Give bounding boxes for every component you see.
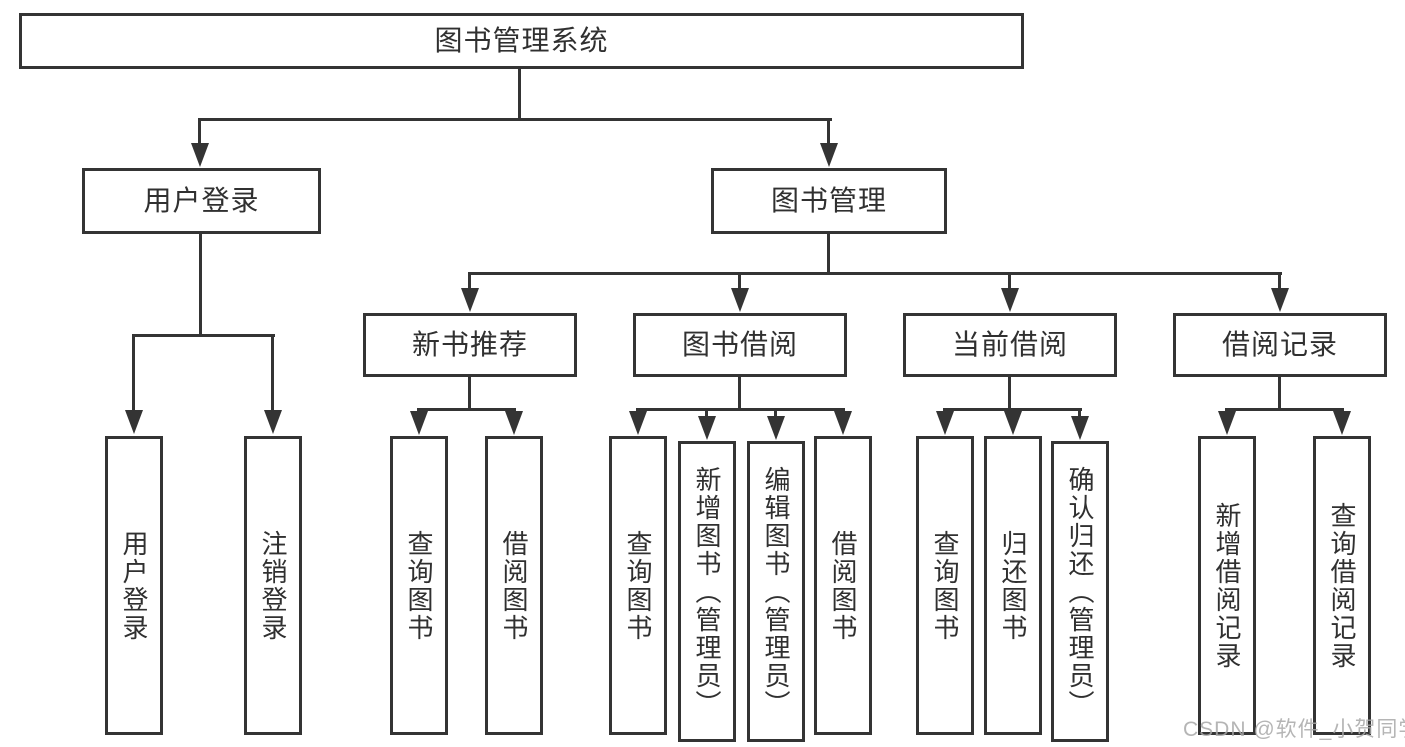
arrowhead-down-icon bbox=[125, 410, 143, 434]
connector-line bbox=[738, 377, 741, 411]
csdn-watermark: CSDN @软件_小贺同学 bbox=[1183, 718, 1405, 741]
arrowhead-down-icon bbox=[731, 288, 749, 312]
node-leaf-br-add-record: 新增借阅记录 bbox=[1198, 436, 1256, 735]
arrowhead-down-icon bbox=[1333, 411, 1351, 435]
connector-line bbox=[198, 118, 201, 151]
node-leaf-nbr-borrow-books: 借阅图书 bbox=[485, 436, 543, 735]
connector-line bbox=[738, 272, 741, 296]
connector-line bbox=[468, 272, 471, 296]
node-leaf-cb-query-books: 查询图书 bbox=[916, 436, 974, 735]
node-leaf-br-query-record: 查询借阅记录 bbox=[1313, 436, 1371, 735]
arrowhead-down-icon bbox=[1218, 411, 1236, 435]
connector-line bbox=[827, 118, 830, 151]
node-leaf-logout: 注销登录 bbox=[244, 436, 302, 735]
arrowhead-down-icon bbox=[936, 411, 954, 435]
arrowhead-down-icon bbox=[820, 143, 838, 167]
connector-line bbox=[133, 334, 275, 337]
node-leaf-bb-add-books-admin: 新增图书（管理员） bbox=[678, 441, 736, 742]
connector-line bbox=[1278, 272, 1281, 296]
connector-line bbox=[1226, 408, 1344, 411]
connector-line bbox=[132, 334, 135, 418]
connector-line bbox=[827, 234, 830, 275]
node-leaf-bb-edit-books-admin: 编辑图书（管理员） bbox=[747, 441, 805, 742]
node-book-management: 图书管理 bbox=[711, 168, 947, 234]
node-book-borrowing: 图书借阅 bbox=[633, 313, 847, 377]
arrowhead-down-icon bbox=[767, 416, 785, 440]
connector-line bbox=[469, 272, 1282, 275]
arrowhead-down-icon bbox=[505, 411, 523, 435]
node-borrowing-records: 借阅记录 bbox=[1173, 313, 1387, 377]
node-leaf-user-login: 用户登录 bbox=[105, 436, 163, 735]
connector-line bbox=[468, 377, 471, 411]
node-leaf-cb-confirm-admin: 确认归还（管理员） bbox=[1051, 441, 1109, 742]
arrowhead-down-icon bbox=[461, 288, 479, 312]
node-leaf-nbr-query-books: 查询图书 bbox=[390, 436, 448, 735]
node-leaf-cb-return-books: 归还图书 bbox=[984, 436, 1042, 735]
connector-line bbox=[1008, 377, 1011, 411]
arrowhead-down-icon bbox=[264, 410, 282, 434]
node-user-login: 用户登录 bbox=[82, 168, 321, 234]
arrowhead-down-icon bbox=[629, 411, 647, 435]
connector-line bbox=[271, 334, 274, 418]
arrowhead-down-icon bbox=[410, 411, 428, 435]
connector-line bbox=[199, 118, 832, 121]
node-root-system: 图书管理系统 bbox=[19, 13, 1024, 69]
node-leaf-bb-query-books: 查询图书 bbox=[609, 436, 667, 735]
arrowhead-down-icon bbox=[1071, 416, 1089, 440]
node-leaf-bb-borrow-books: 借阅图书 bbox=[814, 436, 872, 735]
connector-line bbox=[418, 408, 516, 411]
arrowhead-down-icon bbox=[1004, 411, 1022, 435]
connector-line bbox=[637, 408, 845, 411]
connector-line bbox=[199, 234, 202, 337]
connector-line bbox=[1008, 272, 1011, 296]
arrowhead-down-icon bbox=[1001, 288, 1019, 312]
connector-line bbox=[1278, 377, 1281, 411]
arrowhead-down-icon bbox=[1271, 288, 1289, 312]
arrowhead-down-icon bbox=[191, 143, 209, 167]
node-current-borrowing: 当前借阅 bbox=[903, 313, 1117, 377]
arrowhead-down-icon bbox=[698, 416, 716, 440]
arrowhead-down-icon bbox=[834, 411, 852, 435]
node-new-book-recommend: 新书推荐 bbox=[363, 313, 577, 377]
connector-line bbox=[518, 68, 521, 121]
